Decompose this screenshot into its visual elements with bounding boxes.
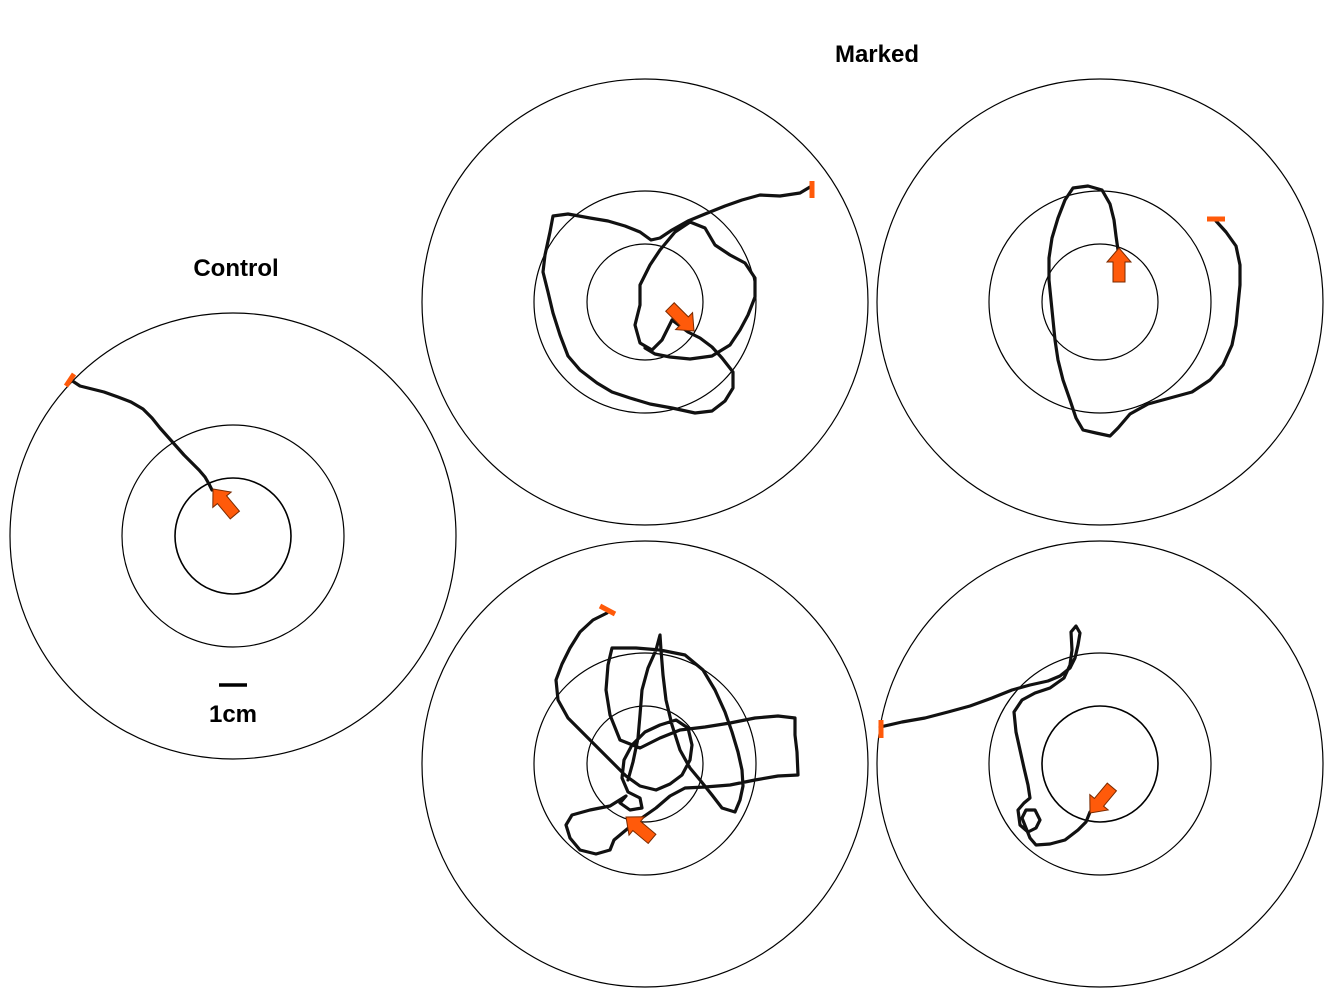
end-arrow-icon <box>665 302 695 332</box>
outer-ring <box>421 78 869 526</box>
outer-ring <box>421 540 869 988</box>
control-title: Control <box>193 255 278 282</box>
marked-arena-3 <box>421 540 869 988</box>
inner-ring <box>174 477 292 595</box>
inner-ring <box>586 705 704 823</box>
marked-title: Marked <box>835 41 919 68</box>
marked-track-1 <box>541 185 812 415</box>
end-arrow-icon <box>1089 782 1118 814</box>
marked-track-3 <box>554 611 800 856</box>
marked-track-2 <box>1047 184 1242 438</box>
marked-arena-2 <box>876 78 1324 526</box>
middle-ring <box>988 190 1212 414</box>
outer-ring <box>9 312 457 760</box>
middle-ring <box>533 652 757 876</box>
start-marker <box>63 372 77 388</box>
inner-ring <box>586 243 704 361</box>
end-arrow-icon <box>625 816 657 845</box>
middle-ring <box>121 424 345 648</box>
outer-ring <box>876 78 1324 526</box>
marked-arena-1 <box>421 78 869 526</box>
control-track <box>69 378 214 492</box>
start-marker <box>598 603 617 617</box>
end-arrow-icon <box>1105 247 1133 283</box>
inner-ring <box>1041 705 1159 823</box>
outer-ring <box>876 540 1324 988</box>
inner-ring <box>1041 243 1159 361</box>
end-arrow-icon <box>212 488 241 520</box>
middle-ring <box>533 190 757 414</box>
marked-arena-4 <box>876 540 1324 988</box>
scale-label: 1cm <box>209 701 257 728</box>
marked-track-4 <box>878 624 1092 847</box>
middle-ring <box>988 652 1212 876</box>
control-arena: 1cm <box>9 312 457 760</box>
